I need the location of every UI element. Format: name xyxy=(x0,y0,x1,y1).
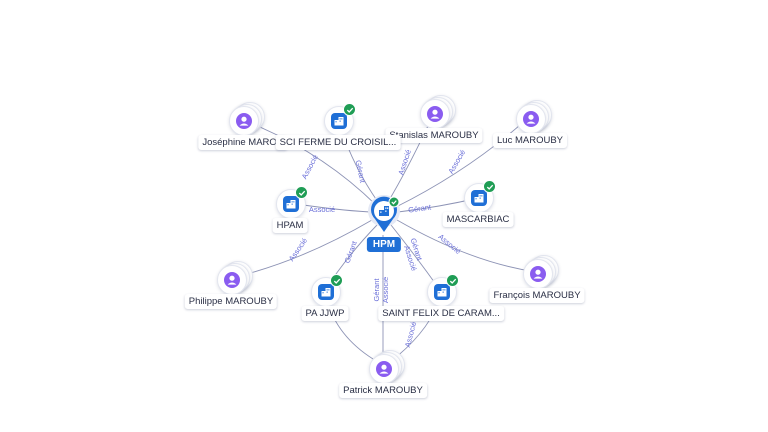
verified-badge xyxy=(343,103,356,116)
company-label-hpam[interactable]: HPAM xyxy=(272,218,308,233)
building-icon xyxy=(331,113,347,129)
edge-label-gerant: Gérant xyxy=(354,159,368,184)
person-icon xyxy=(427,106,443,122)
company-avatar[interactable] xyxy=(427,277,457,307)
edge-label-associe: Associé xyxy=(437,232,463,256)
edge-luc xyxy=(395,117,529,208)
person-icon xyxy=(224,272,240,288)
person-label-stanislas[interactable]: Stanislas MAROUBY xyxy=(385,128,483,143)
person-avatar[interactable] xyxy=(369,354,399,384)
building-icon xyxy=(283,196,299,212)
check-badge-icon xyxy=(449,278,456,284)
person-label-francois[interactable]: François MAROUBY xyxy=(489,288,585,303)
company-label-mascarbiac[interactable]: MASCARBIAC xyxy=(442,212,514,227)
person-avatar[interactable] xyxy=(516,104,546,134)
person-icon xyxy=(523,111,539,127)
person-avatar[interactable] xyxy=(217,265,247,295)
person-icon xyxy=(530,266,546,282)
person-avatar[interactable] xyxy=(420,99,450,129)
person-avatar[interactable] xyxy=(229,106,259,136)
company-label-sci[interactable]: SCI FERME DU CROISIL... xyxy=(275,135,401,150)
company-label-saintfelix[interactable]: SAINT FELIX DE CARAM... xyxy=(378,306,504,321)
person-label-josephine[interactable]: Joséphine MAROU xyxy=(198,135,288,150)
edge-label-gerant: Gérant xyxy=(408,202,433,214)
verified-badge xyxy=(483,180,496,193)
verified-badge xyxy=(295,186,308,199)
person-avatar[interactable] xyxy=(523,259,553,289)
edge-label-associe: Associé xyxy=(287,236,309,263)
edge-label-associe: Associé xyxy=(446,148,467,175)
person-label-patrick[interactable]: Patrick MAROUBY xyxy=(339,383,427,398)
check-badge-icon xyxy=(298,190,305,196)
edge-label-gerant: Gérant xyxy=(342,239,359,264)
edge-label-gerant: Gérant xyxy=(372,278,381,302)
edge-label-associe: Associé xyxy=(309,205,335,214)
edge-label-associe: Associé xyxy=(403,321,418,349)
building-icon xyxy=(318,284,334,300)
person-icon xyxy=(376,361,392,377)
check-badge-icon xyxy=(333,278,340,284)
person-icon xyxy=(236,113,252,129)
verified-badge xyxy=(330,274,343,287)
building-icon xyxy=(471,190,487,206)
center-node-label[interactable]: HPM xyxy=(366,237,402,252)
edge-label-associe: Associé xyxy=(300,153,320,180)
location-pin-icon xyxy=(368,195,400,232)
verified-badge xyxy=(446,274,459,287)
center-node[interactable] xyxy=(367,194,401,234)
person-label-philippe[interactable]: Philippe MAROUBY xyxy=(184,294,278,309)
building-icon xyxy=(434,284,450,300)
edge-label-associe: Associé xyxy=(381,277,390,303)
person-label-luc[interactable]: Luc MAROUBY xyxy=(493,133,567,148)
check-badge-icon xyxy=(486,184,493,190)
company-label-pajjwp[interactable]: PA JJWP xyxy=(301,306,349,321)
edge-francois xyxy=(396,219,537,273)
check-badge-icon xyxy=(346,107,353,113)
